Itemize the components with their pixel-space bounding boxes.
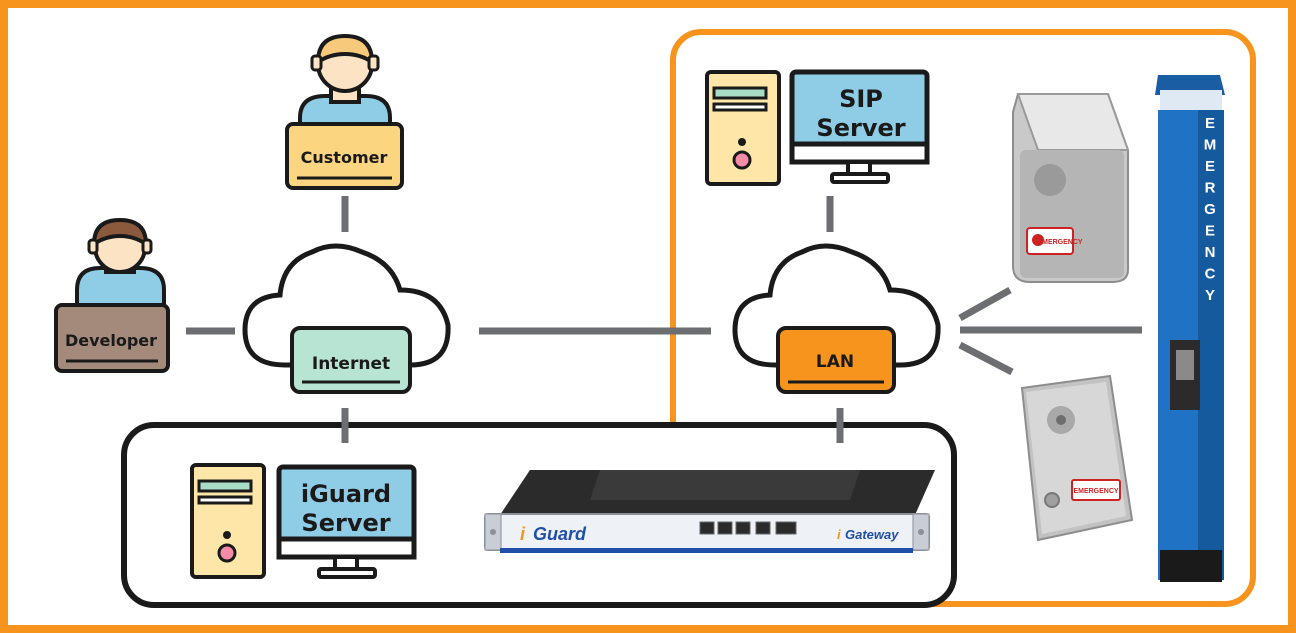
sip-label-line2: Server <box>816 114 905 142</box>
lan-region <box>670 29 1256 607</box>
developer-person <box>75 217 166 308</box>
iguard-label-line2: Server <box>301 509 390 537</box>
sip-server-monitor-icon <box>789 69 930 184</box>
device-brand-right: Gateway <box>845 527 899 542</box>
iguard-server-monitor-icon <box>276 464 417 579</box>
intercom-box-top <box>1012 93 1130 283</box>
intercom-bottom-plate: EMERGENCY <box>1073 488 1118 495</box>
device-brand-left-i: i <box>520 524 526 544</box>
internet-box <box>290 326 412 394</box>
lan-label: LAN <box>816 352 854 372</box>
lan-intercom2-line <box>958 341 1014 376</box>
developer-label: Developer <box>65 331 157 350</box>
device-brand-left: Guard <box>533 524 587 544</box>
sip-label-line1: SIP <box>839 85 883 113</box>
iguard-server-tower-icon <box>190 463 266 579</box>
iguard-gateway-device <box>484 470 935 553</box>
emergency-tower <box>1155 75 1225 582</box>
lan-intercom1-line <box>958 286 1012 322</box>
intercom-box-bottom <box>1020 374 1134 542</box>
customer-person <box>298 33 392 132</box>
connector-lines <box>186 196 1142 443</box>
developer-box <box>54 303 170 373</box>
lan-box <box>776 326 896 394</box>
customer-label: Customer <box>301 148 388 167</box>
intercom-top-plate: EMERGENCY <box>1037 239 1082 246</box>
iguard-label-line1: iGuard <box>301 480 391 508</box>
internet-label: Internet <box>312 354 390 374</box>
device-brand-right-i: i <box>837 527 841 542</box>
customer-box <box>285 122 404 190</box>
sip-server-tower-icon <box>705 70 781 186</box>
